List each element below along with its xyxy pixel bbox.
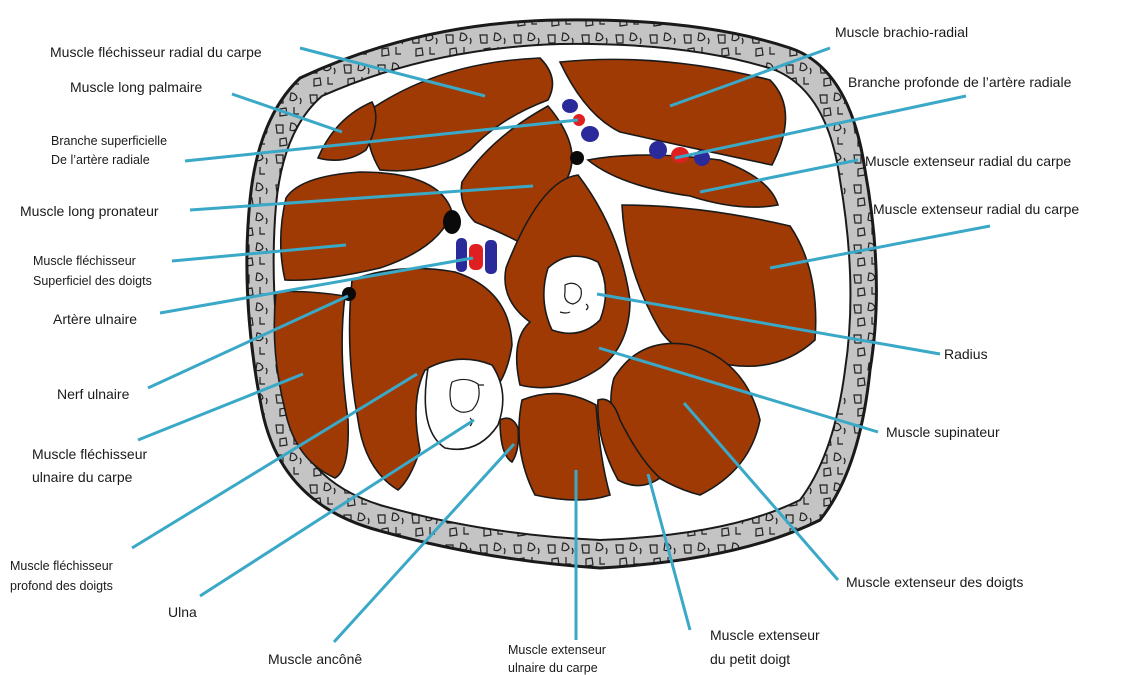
label-nerf-ulnaire: Nerf ulnaire <box>57 386 130 402</box>
nerve-median <box>443 210 461 234</box>
label-flechisseur-ulnaire-line2: ulnaire du carpe <box>32 469 133 485</box>
label-extenseur-radial-long: Muscle extenseur radial du carpe <box>873 201 1079 217</box>
vein-ulnaire-1 <box>456 238 467 272</box>
label-extenseur-petit-doigt-line1: Muscle extenseur <box>710 627 820 643</box>
label-extenseur-radial-court: Muscle extenseur radial du carpe <box>865 153 1071 169</box>
label-long-pronateur: Muscle long pronateur <box>20 203 159 219</box>
label-flechisseur-superficiel-line1: Muscle fléchisseur <box>33 254 136 268</box>
label-long-palmaire: Muscle long palmaire <box>70 79 202 95</box>
label-branche-superficielle-line2: De l’artère radiale <box>51 153 150 167</box>
label-artere-ulnaire: Artère ulnaire <box>53 311 137 327</box>
label-extenseur-ulnaire-line1: Muscle extenseur <box>508 643 606 657</box>
vein-ulnaire-2 <box>485 240 497 274</box>
label-flechisseur-radial-carpe: Muscle fléchisseur radial du carpe <box>50 44 262 60</box>
vein-branche-profonde-1 <box>649 141 667 159</box>
label-brachio-radial: Muscle brachio-radial <box>835 24 968 40</box>
label-flechisseur-ulnaire-line1: Muscle fléchisseur <box>32 446 147 462</box>
vein-branche-superficielle-2 <box>581 126 599 142</box>
label-extenseur-petit-doigt-line2: du petit doigt <box>710 651 790 667</box>
label-flechisseur-profond-line2: profond des doigts <box>10 579 113 593</box>
label-extenseur-doigts: Muscle extenseur des doigts <box>846 574 1023 590</box>
label-ancone: Muscle ancônê <box>268 651 362 667</box>
muscle-extenseur-ulnaire-carpe <box>519 394 610 500</box>
label-branche-superficielle-line1: Branche superficielle <box>51 134 167 148</box>
bone-radius <box>544 256 606 333</box>
label-radius: Radius <box>944 346 988 362</box>
label-flechisseur-superficiel-line2: Superficiel des doigts <box>33 274 152 288</box>
label-extenseur-ulnaire-line2: ulnaire du carpe <box>508 661 598 675</box>
label-ulna: Ulna <box>168 604 197 620</box>
label-branche-profonde: Branche profonde de l’artère radiale <box>848 74 1072 90</box>
label-flechisseur-profond-line1: Muscle fléchisseur <box>10 559 113 573</box>
nerve-radial-superficiel <box>570 151 584 165</box>
label-supinateur: Muscle supinateur <box>886 424 1000 440</box>
vein-branche-superficielle-1 <box>562 99 578 113</box>
